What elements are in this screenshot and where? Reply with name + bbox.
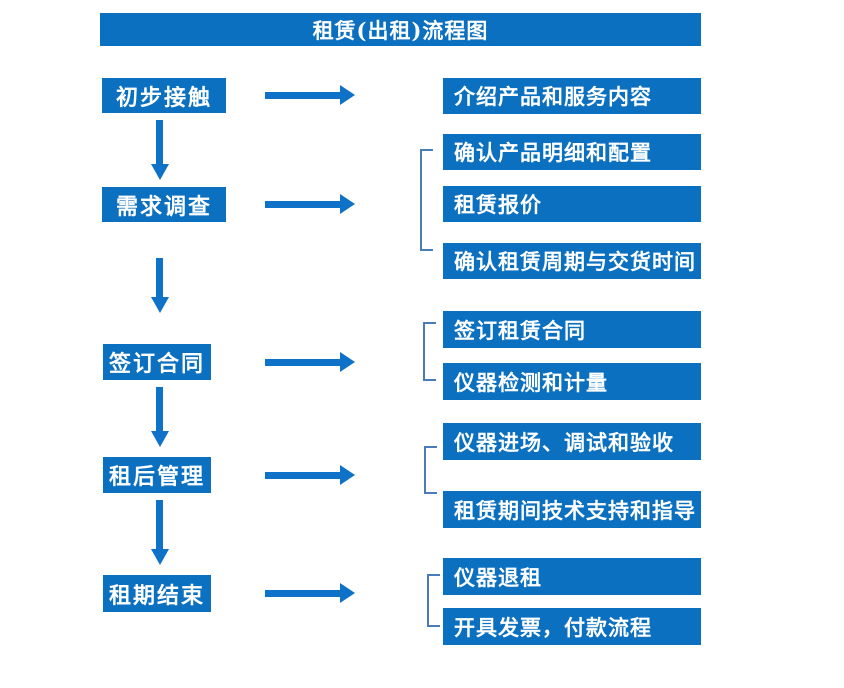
arrow-down-icon xyxy=(150,387,169,447)
arrow-shaft xyxy=(265,358,340,366)
detail-instrument-entry-debug-acceptance: 仪器进场、调试和验收 xyxy=(443,423,701,460)
arrow-right-icon xyxy=(265,85,355,105)
arrow-shaft xyxy=(156,258,163,297)
arrow-shaft xyxy=(156,387,163,431)
arrow-head xyxy=(340,465,355,485)
detail-instrument-return: 仪器退租 xyxy=(443,558,701,595)
arrow-shaft xyxy=(265,91,340,99)
detail-sign-rental-contract: 签订租赁合同 xyxy=(443,311,701,348)
arrow-shaft xyxy=(265,471,340,479)
arrow-shaft xyxy=(265,200,340,208)
flow-step-lease-end: 租期结束 xyxy=(103,575,211,612)
arrow-shaft xyxy=(156,120,163,164)
bracket-connector xyxy=(420,149,433,251)
bracket-connector xyxy=(423,322,436,381)
arrow-head xyxy=(340,583,355,603)
arrow-head xyxy=(150,549,169,565)
detail-introduce-products-services: 介绍产品和服务内容 xyxy=(443,78,701,114)
flow-step-post-rental-management: 租后管理 xyxy=(103,457,211,493)
arrow-right-icon xyxy=(265,583,355,603)
flow-step-sign-contract: 签订合同 xyxy=(103,344,211,380)
flow-step-initial-contact: 初步接触 xyxy=(102,78,226,113)
bracket-connector xyxy=(424,446,437,494)
detail-invoice-payment-process: 开具发票，付款流程 xyxy=(443,608,701,645)
detail-rental-tech-support-guidance: 租赁期间技术支持和指导 xyxy=(443,491,701,528)
detail-confirm-product-details-config: 确认产品明细和配置 xyxy=(443,134,701,170)
detail-confirm-rental-period-delivery: 确认租赁周期与交货时间 xyxy=(443,243,701,279)
arrow-head xyxy=(340,194,355,214)
arrow-down-icon xyxy=(150,500,169,565)
detail-rental-quotation: 租赁报价 xyxy=(443,186,701,222)
bracket-connector xyxy=(427,574,440,627)
arrow-down-icon xyxy=(150,120,169,180)
arrow-right-icon xyxy=(265,194,355,214)
page-title: 租赁(出租)流程图 xyxy=(100,13,701,46)
arrow-down-icon xyxy=(150,258,169,313)
flow-step-demand-survey: 需求调查 xyxy=(102,187,226,222)
arrow-head xyxy=(340,85,355,105)
arrow-head xyxy=(150,431,169,447)
arrow-head xyxy=(150,164,169,180)
arrow-right-icon xyxy=(265,352,355,372)
arrow-right-icon xyxy=(265,465,355,485)
arrow-head xyxy=(340,352,355,372)
arrow-head xyxy=(150,297,169,313)
detail-instrument-testing-metering: 仪器检测和计量 xyxy=(443,363,701,400)
arrow-shaft xyxy=(156,500,163,549)
arrow-shaft xyxy=(265,589,340,597)
